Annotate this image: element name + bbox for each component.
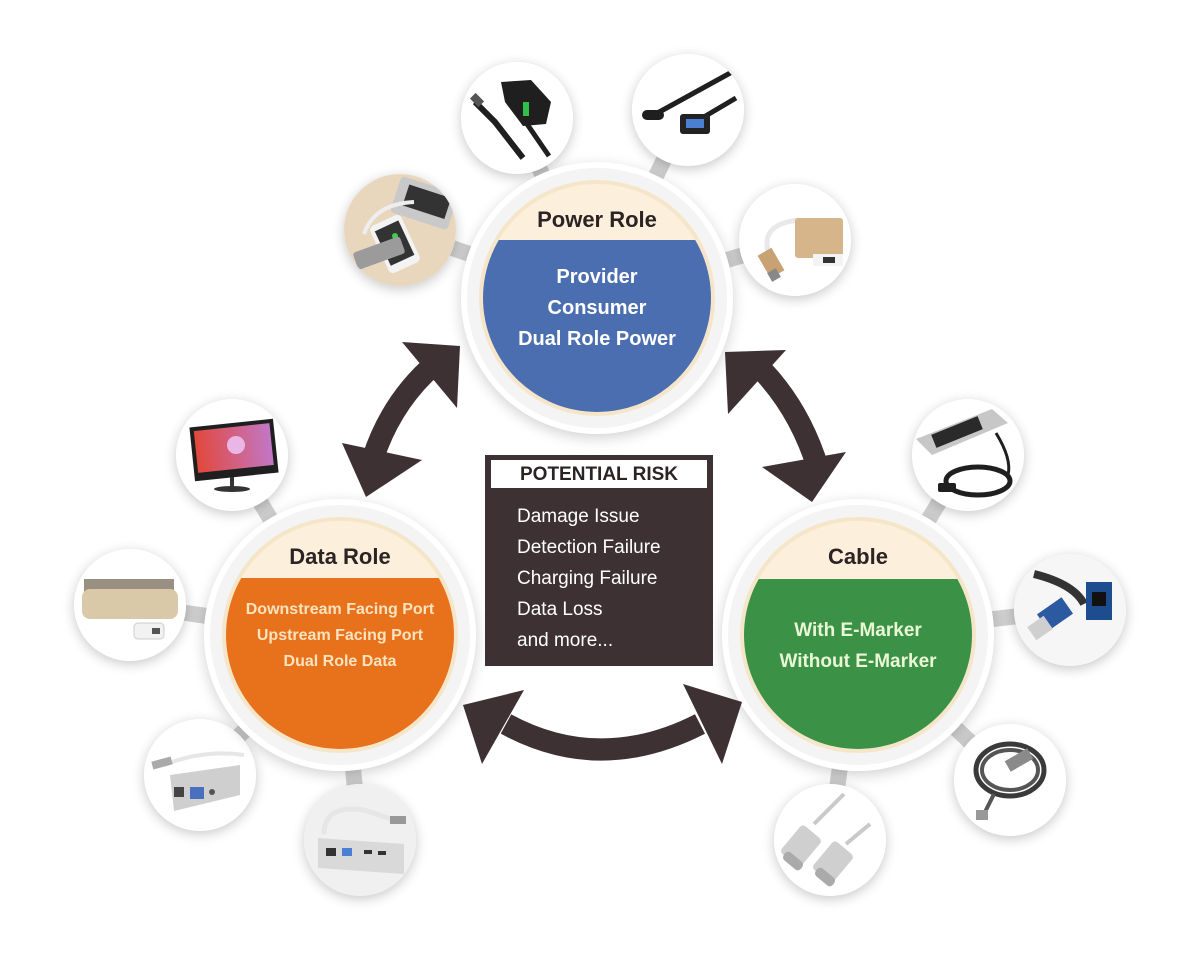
power-role-item: Dual Role Power bbox=[518, 328, 676, 350]
data-role-item: Downstream Facing Port bbox=[245, 601, 435, 618]
usb-c-hub-icon bbox=[304, 784, 416, 896]
car-charger-icon bbox=[461, 62, 573, 174]
power-role-item: Consumer bbox=[547, 297, 647, 319]
cable-items: With E-Marker Without E-Marker bbox=[744, 615, 972, 677]
power-role-item: Provider bbox=[556, 266, 638, 288]
potential-risk-list: Damage Issue Detection Failure Charging … bbox=[517, 501, 661, 656]
power-role-hub: Power Role Provider Consumer Dual Role P… bbox=[461, 162, 733, 434]
cable-circle: Cable With E-Marker Without E-Marker bbox=[740, 517, 976, 753]
data-role-title: Data Role bbox=[289, 544, 391, 569]
usb-c-to-display-adapter-icon bbox=[739, 184, 851, 296]
usb-c-to-c-cable-icon bbox=[774, 784, 886, 896]
power-role-title: Power Role bbox=[537, 207, 657, 232]
potential-risk-title: POTENTIAL RISK bbox=[491, 460, 707, 488]
risk-item: Data Loss bbox=[517, 599, 603, 620]
power-role-circle: Power Role Provider Consumer Dual Role P… bbox=[479, 180, 715, 416]
usb-c-otg-cable-icon bbox=[632, 54, 744, 166]
power-role-body bbox=[483, 240, 711, 412]
double-arrow-data-cable-icon bbox=[463, 684, 742, 764]
usb-c-hub-charging-phone-icon bbox=[344, 174, 456, 286]
braided-usb-cable-icon bbox=[954, 724, 1066, 836]
cable-hub: Cable With E-Marker Without E-Marker bbox=[722, 499, 994, 771]
cable-item: With E-Marker bbox=[794, 620, 922, 641]
double-arrow-power-data-icon bbox=[342, 342, 460, 497]
data-role-hub: Data Role Downstream Facing Port Upstrea… bbox=[204, 499, 476, 771]
data-role-item: Upstream Facing Port bbox=[256, 627, 424, 644]
potential-risk-box: POTENTIAL RISK Damage Issue Detection Fa… bbox=[485, 455, 713, 666]
double-arrow-power-cable-icon bbox=[725, 350, 846, 502]
data-role-body bbox=[226, 578, 454, 749]
cable-title: Cable bbox=[828, 544, 888, 569]
data-role-items: Downstream Facing Port Upstream Facing P… bbox=[226, 597, 454, 675]
cable-item: Without E-Marker bbox=[779, 651, 937, 672]
e-marker-pcb-icon bbox=[1014, 554, 1126, 666]
data-role-circle: Data Role Downstream Facing Port Upstrea… bbox=[222, 517, 458, 753]
usb-c-multiport-adapter-icon bbox=[144, 719, 256, 831]
risk-item: Charging Failure bbox=[517, 568, 658, 589]
risk-item: Detection Failure bbox=[517, 537, 661, 558]
risk-item: and more... bbox=[517, 630, 614, 651]
risk-item: Damage Issue bbox=[517, 506, 640, 527]
docking-station-icon bbox=[74, 549, 186, 661]
cable-body bbox=[744, 579, 972, 749]
power-role-items: Provider Consumer Dual Role Power bbox=[483, 262, 711, 355]
monitor-icon bbox=[176, 399, 288, 511]
data-role-item: Dual Role Data bbox=[283, 653, 397, 670]
laptop-usb-cable-icon bbox=[912, 399, 1024, 511]
